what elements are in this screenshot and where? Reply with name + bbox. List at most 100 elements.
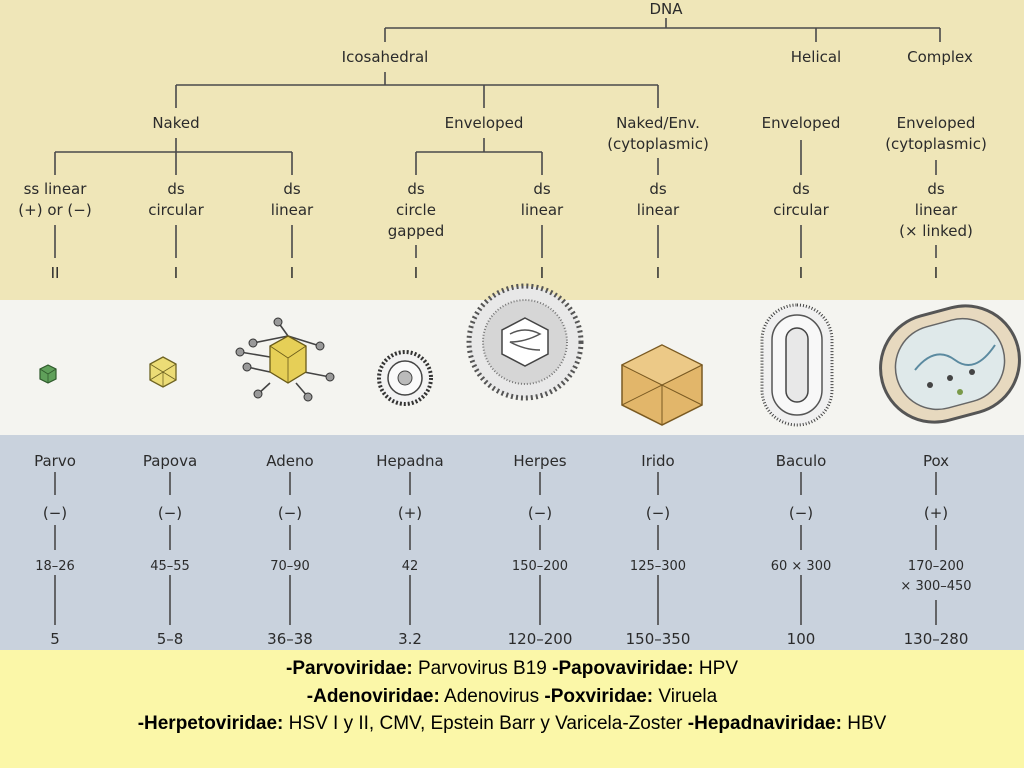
caption-family: -Hepadnaviridae:	[687, 713, 842, 735]
size-value: 42	[402, 559, 419, 574]
symmetry-label-helical: Helical	[791, 48, 841, 66]
genome-label: ds	[649, 180, 667, 198]
family-name: Pox	[923, 452, 949, 470]
genome-label: circle	[396, 201, 436, 219]
genome-label: circular	[773, 201, 829, 219]
genome-label: (+) or (−)	[18, 201, 91, 219]
genome-label: linear	[915, 201, 958, 219]
caption-line-3: -Herpetoviridae: HSV I y II, CMV, Epstei…	[0, 710, 1024, 738]
dna-virus-classification-diagram: DNA Icosahedral Helical Complex Naked En…	[18, 0, 1021, 648]
class-label: I	[290, 264, 294, 282]
caption-line-2: -Adenoviridae: Adenovirus -Poxviridae: V…	[0, 683, 1024, 711]
size-value: 60 × 300	[771, 559, 832, 574]
genome-label: ss linear	[24, 180, 88, 198]
caption: -Parvoviridae: Parvovirus B19 -Papovavir…	[0, 655, 1024, 738]
size-value: 125–300	[630, 559, 686, 574]
genome-label: ds	[927, 180, 945, 198]
genome-labels: ss linear (+) or (−) ds circular ds line…	[18, 180, 973, 240]
size-values: 18–26 45–55 70–90 42 150–200 125–300 60 …	[35, 559, 971, 594]
class-label: I	[799, 264, 803, 282]
envelope-label-naked: Naked	[152, 114, 199, 132]
envelope-label-complex-cytoplasmic: (cytoplasmic)	[885, 135, 987, 153]
caption-example: HSV I y II, CMV, Epstein Barr y Varicela…	[283, 713, 688, 735]
caption-family: -Poxviridae:	[544, 685, 654, 707]
pox-virion-icon	[879, 304, 1021, 424]
genome-size-value: 3.2	[398, 630, 422, 648]
caption-example: HPV	[693, 658, 738, 679]
caption-family: -Papovaviridae:	[552, 658, 694, 679]
class-label: I	[540, 264, 544, 282]
class-label: I	[414, 264, 418, 282]
caption-example: Viruela	[653, 685, 718, 707]
family-name: Hepadna	[376, 452, 443, 470]
genome-size-value: 130–280	[904, 630, 969, 648]
size-value: 18–26	[35, 559, 75, 574]
size-value: 45–55	[150, 559, 190, 574]
caption-line-1: -Parvoviridae: Parvovirus B19 -Papovavir…	[0, 655, 1024, 683]
polarity-values: (−) (−) (−) (+) (−) (−) (−) (+)	[43, 504, 948, 522]
genome-label: ds	[533, 180, 551, 198]
genome-label: linear	[271, 201, 314, 219]
genome-label: ds	[792, 180, 810, 198]
family-name: Herpes	[513, 452, 566, 470]
tree-root-label: DNA	[649, 0, 683, 18]
genome-label: circular	[148, 201, 204, 219]
genome-size-value: 36–38	[267, 630, 313, 648]
envelope-label-cytoplasmic: (cytoplasmic)	[607, 135, 709, 153]
papova-virion-icon	[149, 356, 177, 388]
envelope-label-enveloped: Enveloped	[445, 114, 524, 132]
size-value-line2: × 300–450	[900, 579, 971, 594]
caption-family: -Herpetoviridae:	[137, 713, 284, 735]
genome-label: gapped	[388, 222, 445, 240]
caption-panel	[0, 650, 1024, 768]
caption-family: -Parvoviridae:	[286, 658, 413, 679]
polarity-value: (−)	[528, 504, 552, 522]
polarity-value: (−)	[646, 504, 670, 522]
genome-size-value: 100	[787, 630, 816, 648]
genome-label: linear	[637, 201, 680, 219]
caption-example: Parvovirus B19	[412, 658, 553, 679]
family-names: Parvo Papova Adeno Hepadna Herpes Irido …	[34, 452, 949, 470]
parvo-virion-icon	[39, 364, 57, 384]
genome-size-value: 5	[50, 630, 60, 648]
class-label: I	[174, 264, 178, 282]
genome-size-value: 5–8	[157, 630, 184, 648]
class-label: II	[51, 264, 60, 282]
size-value: 170–200	[908, 559, 964, 574]
genome-size-value: 150–350	[626, 630, 691, 648]
envelope-label-naked-env: Naked/Env.	[616, 114, 700, 132]
genome-size-value: 120–200	[508, 630, 573, 648]
classification-tree-panel	[0, 0, 1024, 300]
family-name: Baculo	[776, 452, 827, 470]
class-label: I	[656, 264, 660, 282]
genome-size-values: 5 5–8 36–38 3.2 120–200 150–350 100 130–…	[50, 630, 968, 648]
polarity-value: (+)	[924, 504, 948, 522]
class-label: I	[934, 264, 938, 282]
polarity-value: (−)	[43, 504, 67, 522]
family-name: Papova	[143, 452, 197, 470]
class-labels: II I I I I I I I	[51, 264, 939, 282]
herpes-virion-icon	[466, 283, 584, 401]
irido-virion-icon	[620, 344, 704, 426]
envelope-label-complex-enveloped: Enveloped	[897, 114, 976, 132]
polarity-value: (−)	[158, 504, 182, 522]
size-value: 70–90	[270, 559, 310, 574]
caption-family: -Adenoviridae:	[306, 685, 440, 707]
caption-example: Adenovirus	[439, 685, 545, 707]
genome-label: (× linked)	[899, 222, 973, 240]
symmetry-label-icosahedral: Icosahedral	[342, 48, 429, 66]
genome-label: linear	[521, 201, 564, 219]
family-name: Irido	[641, 452, 674, 470]
polarity-value: (+)	[398, 504, 422, 522]
genome-label: ds	[167, 180, 185, 198]
polarity-value: (−)	[789, 504, 813, 522]
polarity-value: (−)	[278, 504, 302, 522]
size-value: 150–200	[512, 559, 568, 574]
family-name: Adeno	[266, 452, 313, 470]
adeno-virion-icon	[235, 317, 335, 402]
family-connectors	[54, 472, 937, 625]
caption-example: HBV	[841, 713, 887, 735]
symmetry-label-complex: Complex	[907, 48, 973, 66]
tree-connectors	[54, 18, 941, 258]
